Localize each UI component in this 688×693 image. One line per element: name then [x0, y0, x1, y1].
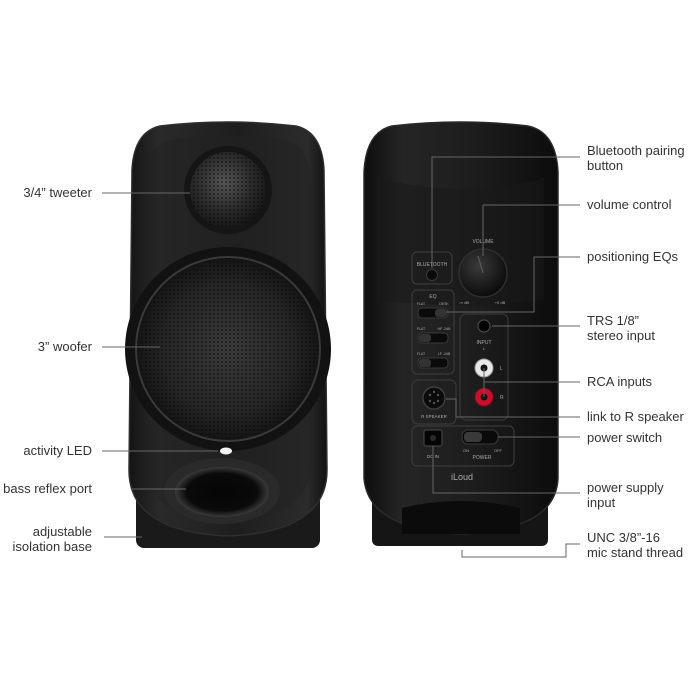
callout-activity-led: activity LED [23, 443, 92, 458]
power-panel-label: POWER [473, 455, 492, 461]
callout-tweeter: 3/4” tweeter [23, 185, 92, 200]
rear-speaker: BLUETOOTH VOLUME -∞ dB +0 dB EQ FLAT DES… [363, 121, 559, 546]
leader-mic-thread [461, 543, 580, 558]
eq-row-2-left: FLAT [417, 327, 426, 331]
callout-mic-thread: UNC 3/8”-16 mic stand thread [587, 530, 684, 560]
callout-power-switch: power switch [587, 430, 663, 445]
callout-bluetooth: Bluetooth pairing button [587, 143, 685, 173]
eq-row-1-right: DESK [439, 302, 449, 306]
woofer-mesh [136, 257, 320, 441]
callout-power-supply: power supply input [587, 480, 664, 510]
rear-top-scoop [378, 178, 544, 305]
front-speaker [125, 121, 331, 548]
tweeter-mesh [190, 152, 266, 228]
power-on-label: ON [463, 448, 469, 453]
r-speaker-port[interactable] [422, 386, 446, 410]
rca-right-label: R [500, 395, 504, 401]
bass-port-icon [175, 467, 269, 517]
leader-bluetooth [431, 156, 580, 268]
rear-foot-recess [402, 501, 520, 534]
callout-rca: RCA inputs [587, 374, 653, 389]
leader-lines [102, 156, 580, 558]
input-channel-label: L [483, 346, 486, 351]
callout-woofer: 3” woofer [37, 339, 92, 354]
power-off-label: OFF [494, 448, 503, 453]
leader-eq [446, 256, 580, 313]
callout-isolation-base: adjustable isolation base [12, 524, 93, 554]
volume-min-label: -∞ dB [459, 300, 470, 305]
eq-panel-label: EQ [429, 294, 436, 300]
leader-power-supply [432, 446, 580, 494]
leader-link [446, 398, 580, 418]
callout-eq: positioning EQs [587, 249, 679, 264]
rca-left-label: L [500, 366, 503, 372]
r-speaker-panel-label: R SPEAKER [421, 414, 448, 419]
activity-led [220, 447, 232, 455]
eq-row-3-right: LF -2dB [438, 352, 451, 356]
callout-volume: volume control [587, 197, 672, 212]
callout-bass-port: bass reflex port [3, 481, 92, 496]
eq-row-1-left: FLAT [417, 302, 426, 306]
bluetooth-button[interactable] [426, 269, 438, 281]
callout-trs: TRS 1/8” stereo input [587, 313, 655, 343]
volume-max-label: +0 dB [495, 300, 506, 305]
eq-row-2-right: HF -2dB [437, 327, 451, 331]
eq-row-3-left: FLAT [417, 352, 426, 356]
callout-link: link to R speaker [587, 409, 684, 424]
input-panel-label: INPUT [477, 340, 492, 346]
brand-logo: iLoud [451, 472, 473, 482]
